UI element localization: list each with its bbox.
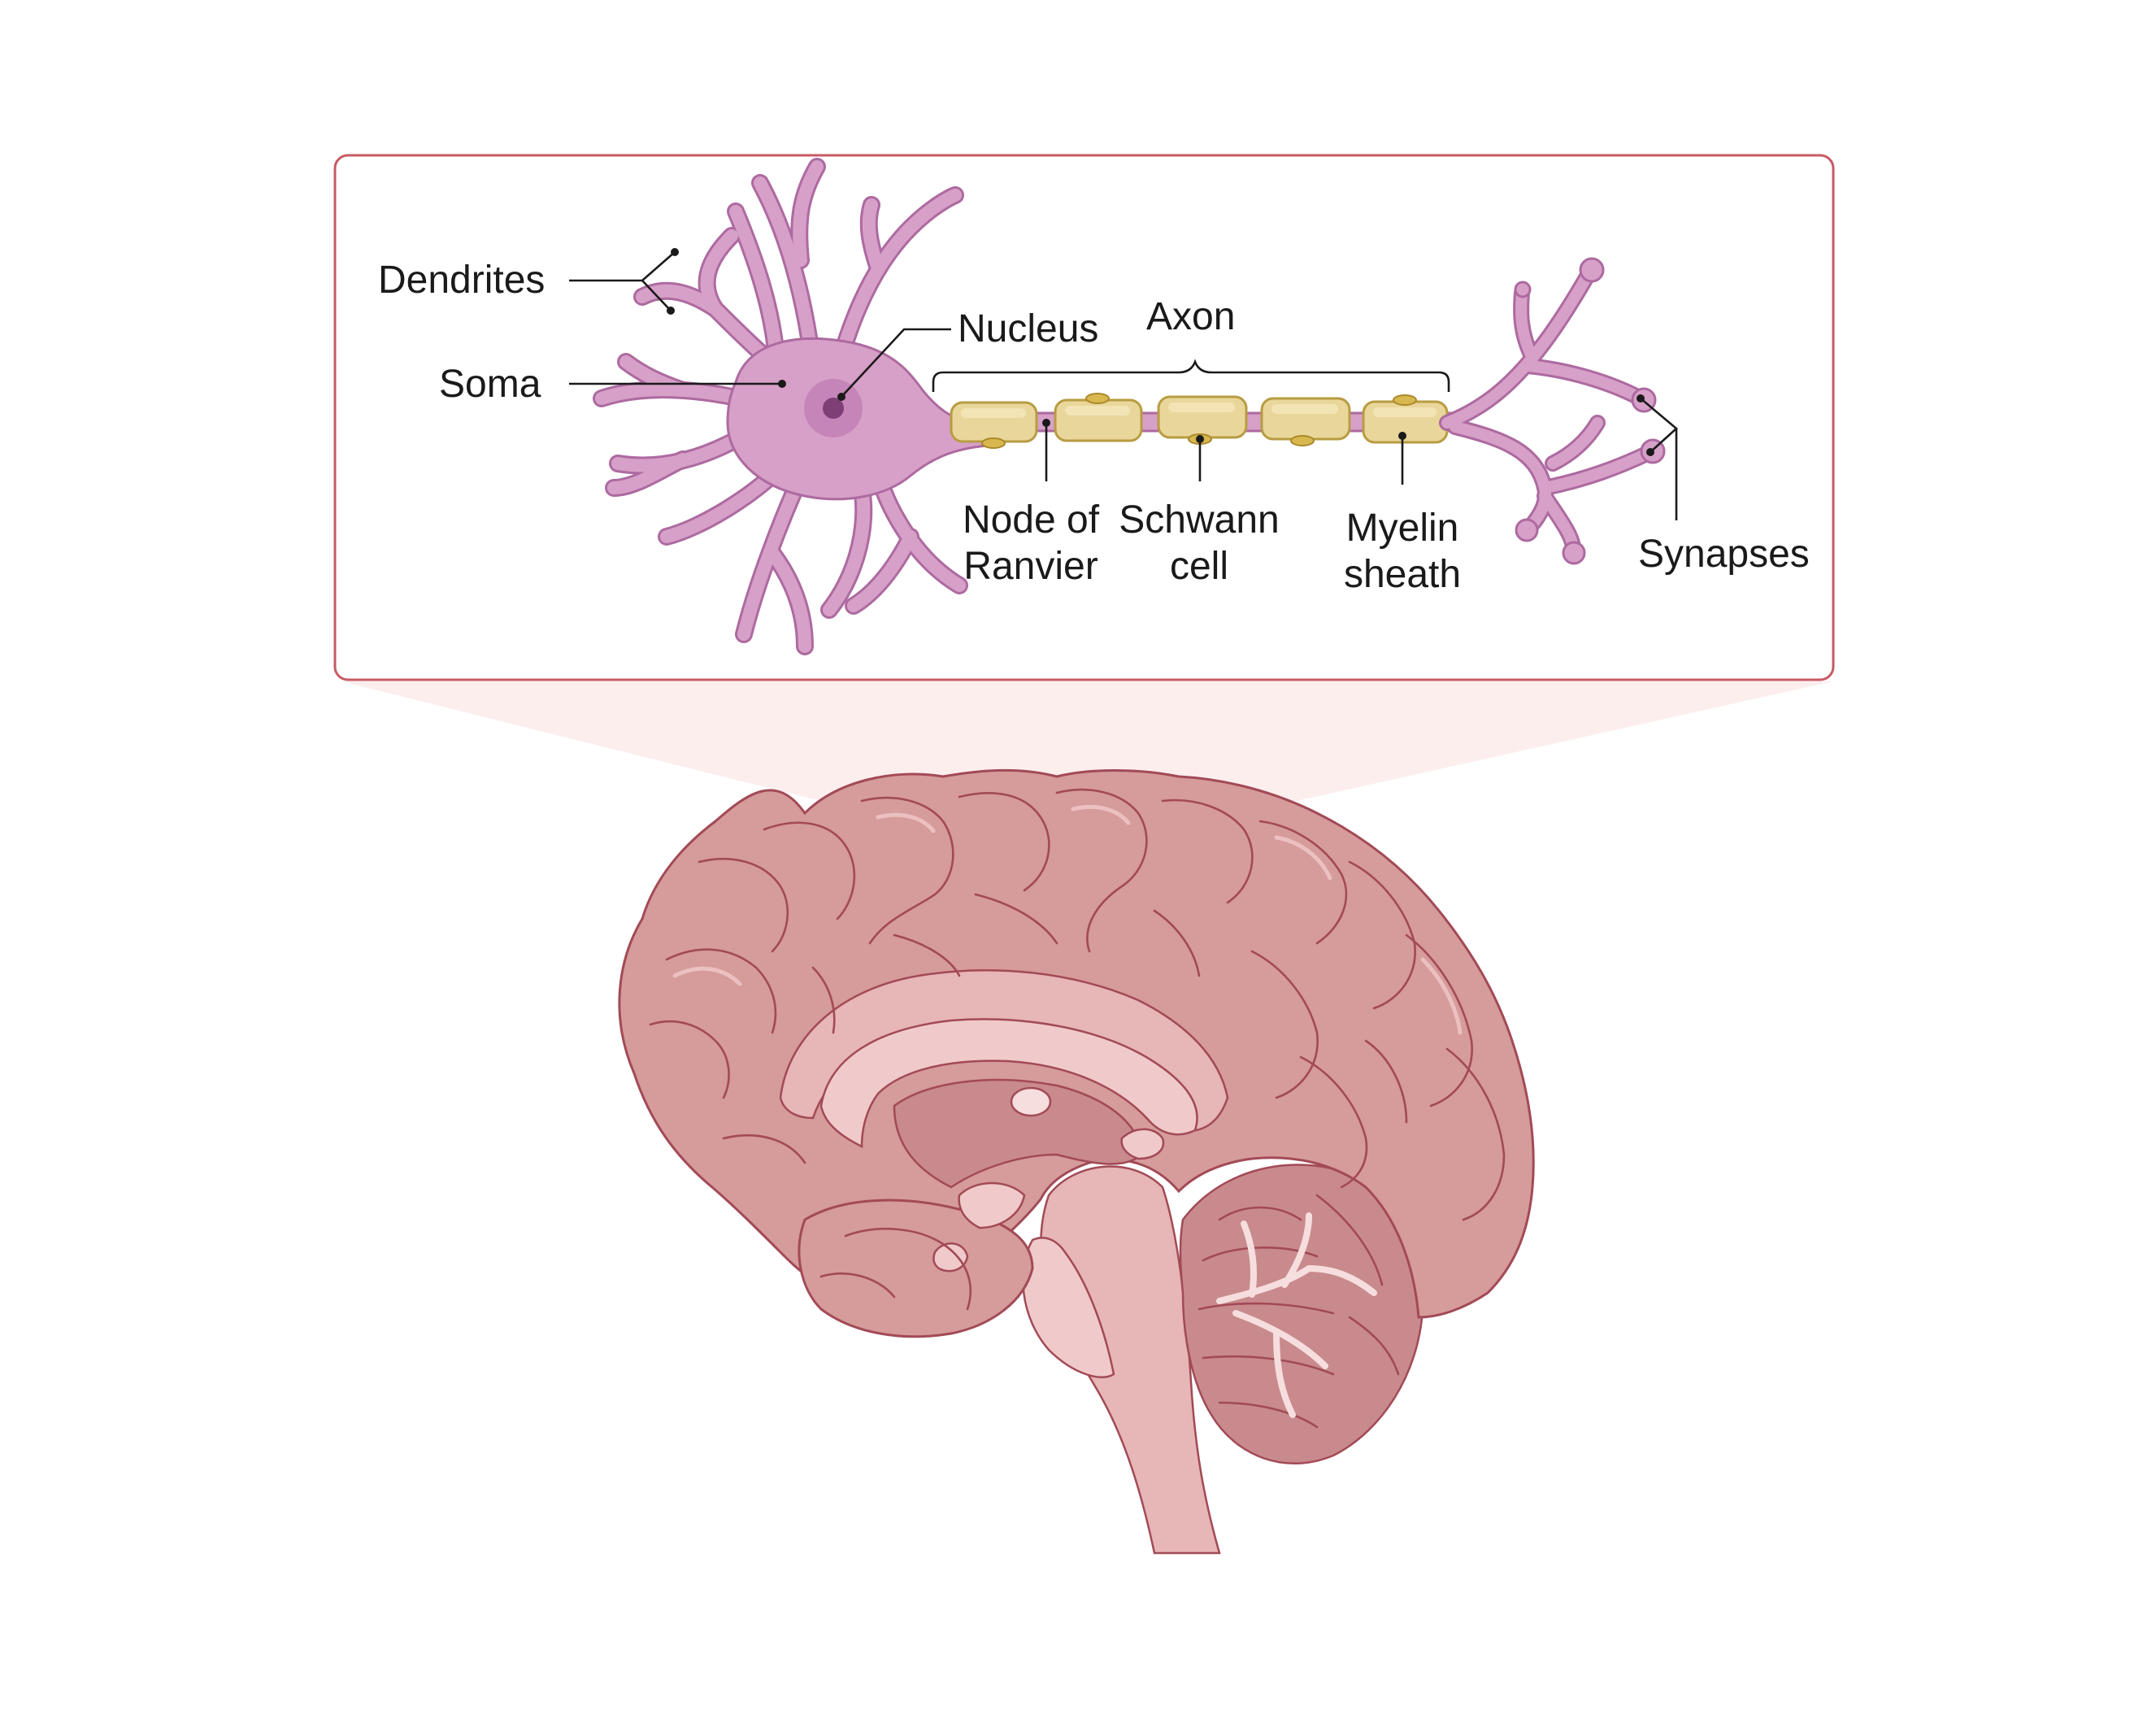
label-schwann-cell-line2: cell [1170,545,1228,588]
myelin-sheath-callout: Myelin sheath [1344,432,1461,596]
axon-callout: Axon [932,295,1450,392]
zoom-wedge [341,681,1833,801]
nucleus-callout: Nucleus [837,307,1098,401]
brain-sagittal-section [618,768,1535,1555]
label-synapses: Synapses [1638,533,1810,576]
axon-terminals [1439,257,1666,565]
myelin-segment [1260,397,1351,446]
myelin-segment [1362,394,1449,444]
thalamus [893,1078,1144,1189]
gyri-highlights [672,804,1463,1035]
nucleus [823,398,844,419]
label-node-of-ranvier-line1: Node of [963,498,1100,542]
myelin-segment [1157,395,1248,445]
pituitary [932,1242,969,1273]
corpus-callosum [819,1018,1198,1149]
pineal-region [1120,1128,1165,1160]
hypothalamus [958,1181,1026,1229]
label-nucleus: Nucleus [958,307,1098,350]
label-axon: Axon [1146,295,1235,338]
label-myelin-sheath-line2: sheath [1344,553,1461,596]
interthalamic-adhesion [1010,1086,1052,1117]
cerebral-gyri [649,788,1506,1311]
myelin-segment [950,401,1038,449]
node-of-ranvier-callout: Node of Ranvier [963,419,1100,588]
schwann-cell-callout: Schwann cell [1119,435,1280,588]
pons [1022,1237,1115,1378]
dendrites-callout: Dendrites [378,248,679,315]
arbor-vitae [1216,1212,1377,1418]
synapses-callout: Synapses [1637,394,1810,576]
label-dendrites: Dendrites [378,259,545,302]
neuron [593,158,1666,655]
myelin-sheath-segments [950,393,1449,449]
myelin-segment [1054,393,1143,442]
label-myelin-sheath-line1: Myelin [1346,507,1459,550]
label-soma: Soma [439,363,541,406]
cerebellum-folia [1198,1194,1400,1429]
soma-callout: Soma [439,363,786,406]
temporal-lobe [798,1199,1034,1338]
label-schwann-cell-line1: Schwann [1119,498,1279,542]
label-node-of-ranvier-line2: Ranvier [963,545,1098,588]
